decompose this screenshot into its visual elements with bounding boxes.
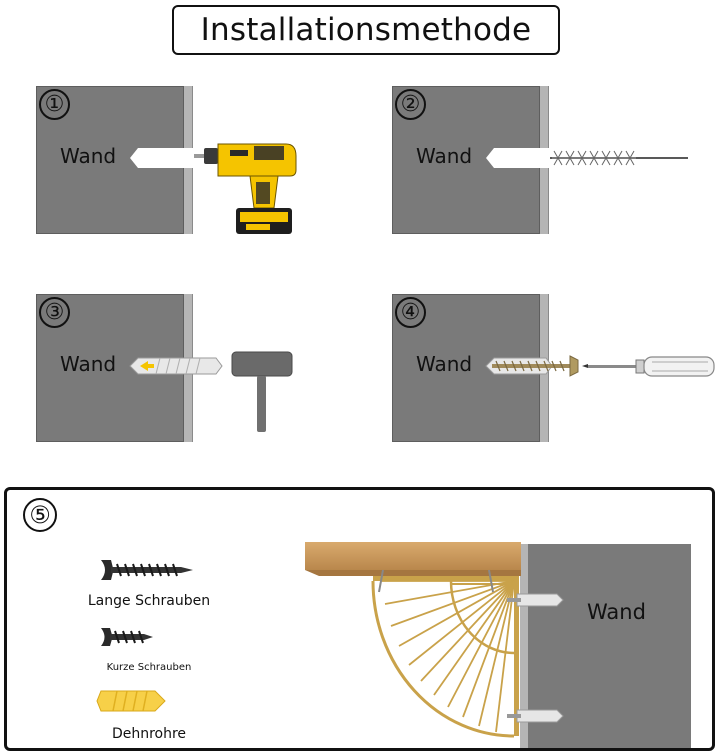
shelf-with-bracket-illustration <box>305 542 564 738</box>
legend-label-long-screws: Lange Schrauben <box>87 593 211 609</box>
screwdriver-icon <box>582 356 715 377</box>
legend-label-wall-plugs: Dehnrohre <box>111 726 187 742</box>
step-5-frame: ⑤ Lange Schrauben Kurze Schrauben Dehnro… <box>4 487 715 751</box>
title-box: Installationsmethode <box>172 5 560 55</box>
step-number: ⑤ <box>23 498 57 532</box>
step-1-panel: ① Wand <box>36 86 356 236</box>
wall-label: Wand <box>60 352 117 376</box>
drill-icon <box>194 143 297 234</box>
step-2-panel: ② Wand <box>392 86 712 236</box>
wall-label: Wand <box>587 600 646 624</box>
wall-label: Wand <box>416 144 473 168</box>
long-screw-icon <box>101 560 193 580</box>
step-3-panel: ③ Wand <box>36 294 356 444</box>
step-number: ③ <box>39 297 70 328</box>
wall-edge <box>520 544 529 748</box>
wall-plug-icon <box>96 690 166 712</box>
step-number: ① <box>39 89 70 120</box>
drill-hole <box>130 148 193 168</box>
step-number: ④ <box>395 297 426 328</box>
short-screw-icon <box>101 628 153 646</box>
wall-label: Wand <box>416 352 473 376</box>
page-title: Installationsmethode <box>200 12 532 48</box>
hammer-icon <box>231 351 293 432</box>
screw-in-plug-icon <box>485 355 579 377</box>
step-4-panel: ④ Wand <box>392 294 715 444</box>
drill-hole <box>486 148 549 168</box>
legend-label-short-screws: Kurze Schrauben <box>106 662 192 673</box>
wall-label: Wand <box>60 144 117 168</box>
wall-plug-icon <box>129 357 223 375</box>
cleaning-brush-icon <box>550 150 688 166</box>
step-number: ② <box>395 89 426 120</box>
